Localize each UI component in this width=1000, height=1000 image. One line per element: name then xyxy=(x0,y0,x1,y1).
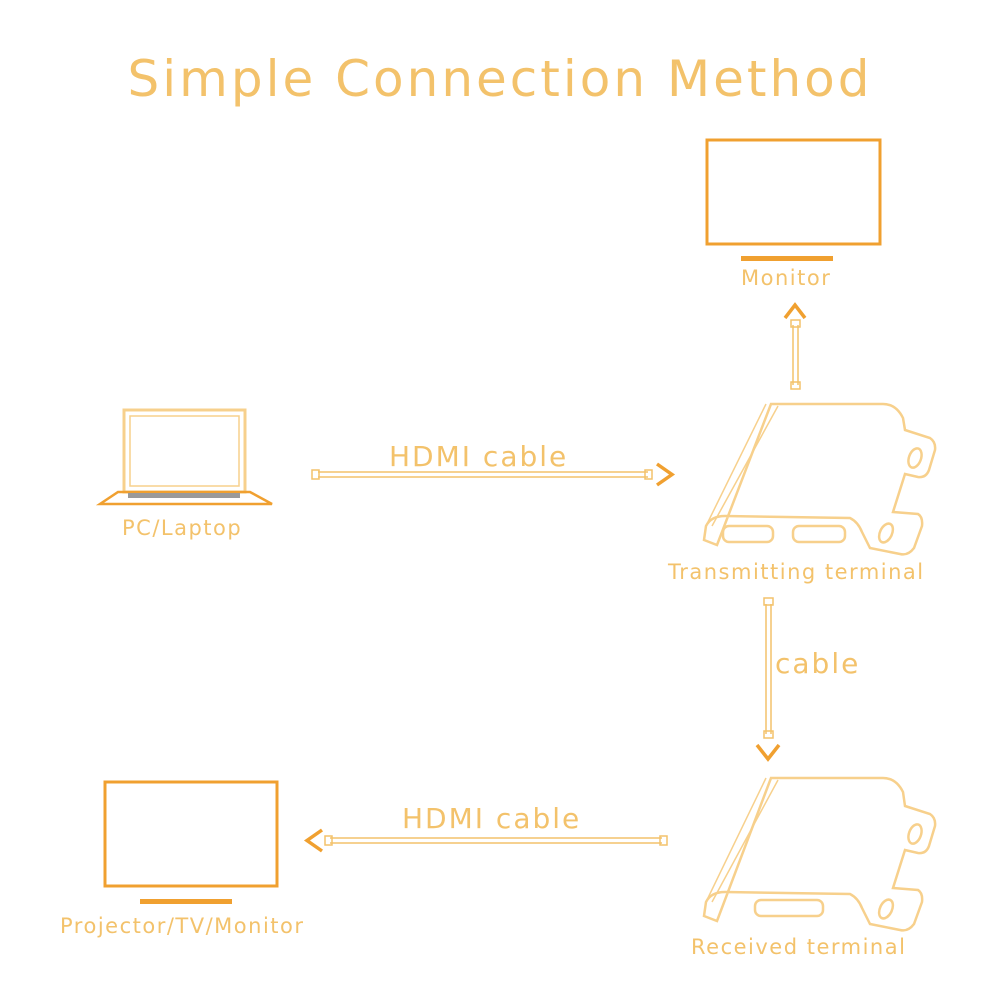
pc-laptop-label: PC/Laptop xyxy=(122,516,243,540)
middle-cable xyxy=(755,597,781,762)
monitor-icon xyxy=(705,138,882,261)
transmitter-device-icon xyxy=(702,402,937,556)
projector-tv-icon xyxy=(103,780,279,904)
hdmi-cable-bottom xyxy=(303,828,668,853)
middle-cable-label: cable xyxy=(775,647,861,680)
received-terminal-label: Received terminal xyxy=(691,935,907,959)
hdmi-cable-bottom-label: HDMI cable xyxy=(402,802,582,835)
diagram-title: Simple Connection Method xyxy=(127,50,873,108)
monitor-label: Monitor xyxy=(741,266,832,290)
projector-tv-monitor-label: Projector/TV/Monitor xyxy=(60,914,305,938)
receiver-device-icon xyxy=(702,776,937,932)
laptop-icon xyxy=(95,408,273,506)
hdmi-cable-top-label: HDMI cable xyxy=(389,440,569,473)
transmitting-terminal-label: Transmitting terminal xyxy=(668,560,925,584)
hdmi-cable-top xyxy=(311,462,676,487)
arrow-to-monitor xyxy=(783,302,807,390)
